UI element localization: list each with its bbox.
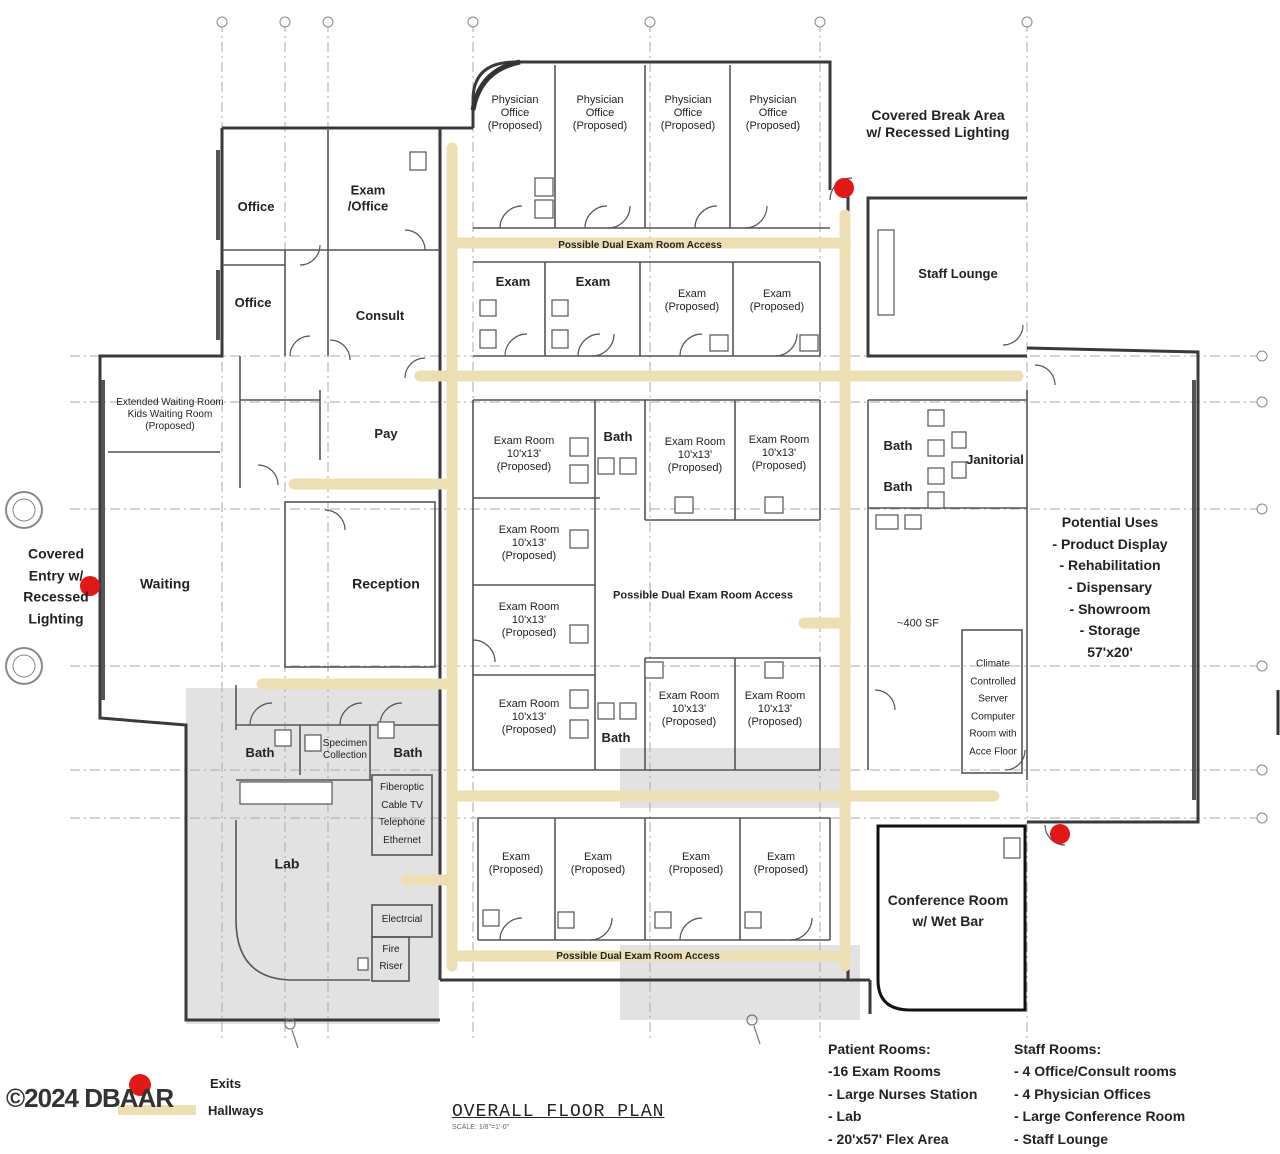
room-exam-2: Exam (575, 274, 611, 290)
potential-use-3: - Dispensary (1067, 579, 1153, 596)
room-exam-room-5: Exam Room 10'x13' (Proposed) (498, 601, 560, 640)
staff-room-item-3: - Large Conference Room (1014, 1108, 1186, 1125)
potential-uses-title: Potential Uses (1061, 514, 1159, 530)
copyright-watermark: ©2024 DBAAR (6, 1083, 174, 1113)
room-exam-room-2: Exam Room 10'x13' (Proposed) (664, 436, 726, 475)
room-exam-proposed-3: Exam (Proposed) (488, 850, 544, 876)
room-physician-office-2: Physician Office (Proposed) (572, 94, 628, 133)
potential-use-1: - Product Display (1052, 535, 1168, 552)
potential-use-2: - Rehabilitation (1059, 557, 1161, 574)
room-fire-riser: Fire Riser (379, 944, 403, 972)
room-exam-proposed-4: Exam (Proposed) (570, 850, 626, 876)
room-extended-waiting: Extended Waiting Room Kids Waiting Room … (116, 397, 224, 432)
grid-bubbles (5, 16, 1268, 824)
room-staff-lounge: Staff Lounge (918, 266, 998, 282)
potential-use-4: - Showroom (1069, 600, 1151, 617)
room-office-2: Office (234, 295, 272, 311)
room-exam-room-8: Exam Room 10'x13' (Proposed) (498, 698, 560, 737)
room-exam-proposed-6: Exam (Proposed) (753, 850, 809, 876)
interior-walls (101, 65, 1196, 1012)
room-physician-office-1: Physician Office (Proposed) (487, 94, 543, 133)
staff-room-item-2: - 4 Physician Offices (1014, 1085, 1151, 1102)
staff-room-item-1: - 4 Office/Consult rooms (1014, 1063, 1177, 1080)
hallway-dual-access-middle: Possible Dual Exam Room Access (613, 589, 793, 602)
staff-rooms-title: Staff Rooms: (1014, 1041, 1102, 1057)
site-marks (284, 690, 1280, 1049)
room-exam-proposed-2: Exam (Proposed) (749, 287, 805, 313)
room-janitorial: Janitorial (966, 452, 1024, 468)
room-bath-4: Bath (601, 730, 631, 746)
potential-use-5: - Storage (1079, 622, 1141, 639)
room-office-1: Office (237, 199, 275, 215)
bathroom-fixtures (239, 151, 1021, 971)
room-exam-room-3: Exam Room 10'x13' (Proposed) (748, 434, 810, 473)
hallways (256, 142, 1024, 972)
room-fiberoptic: Fiberoptic Cable TV Telephone Ethernet (378, 782, 426, 846)
room-physician-office-3: Physician Office (Proposed) (660, 94, 716, 133)
drawing-scale: SCALE: 1/8"=1'-0" (452, 1124, 510, 1131)
patient-room-item-2: - Large Nurses Station (828, 1085, 978, 1102)
room-bath-3: Bath (883, 479, 913, 495)
exit-marker-break-area (834, 178, 854, 198)
legend-exit-marker (129, 1074, 151, 1096)
potential-uses-size: 57'x20' (1087, 644, 1133, 661)
room-bath-6: Bath (393, 745, 423, 761)
patient-room-item-3: - Lab (828, 1108, 862, 1125)
patient-rooms-summary: Patient Rooms: -16 Exam Rooms - Large Nu… (828, 1038, 977, 1150)
legend-exits-label: Exits (210, 1076, 242, 1091)
covered-break-area-label: Covered Break Area w/ Recessed Lighting (866, 107, 1010, 140)
patient-rooms-title: Patient Rooms: (828, 1041, 931, 1057)
drawing-title: OVERALL FLOOR PLAN (452, 1102, 665, 1122)
door-swings (249, 177, 1066, 941)
room-bath-1: Bath (603, 429, 633, 445)
exit-marker-flex (1050, 824, 1070, 844)
room-reception: Reception (352, 575, 420, 592)
room-exam-room-7: Exam Room 10'x13' (Proposed) (744, 690, 806, 729)
room-exam-1: Exam (495, 274, 531, 290)
legend-hallways-label: Hallways (208, 1103, 264, 1118)
staff-rooms-summary: Staff Rooms: - 4 Office/Consult rooms - … (1014, 1038, 1185, 1150)
patient-room-item-4: - 20'x57' Flex Area (828, 1130, 949, 1147)
room-exam-room-4: Exam Room 10'x13' (Proposed) (498, 524, 560, 563)
room-bath-5: Bath (245, 745, 275, 761)
room-consult: Consult (355, 308, 405, 324)
exit-marker-entry (80, 576, 100, 596)
room-exam-proposed-1: Exam (Proposed) (664, 287, 720, 313)
staff-room-item-4: - Staff Lounge (1014, 1130, 1109, 1147)
room-specimen-collection: Specimen Collection (322, 738, 368, 761)
room-exam-office: Exam /Office (347, 182, 389, 213)
room-exam-room-1: Exam Room 10'x13' (Proposed) (493, 435, 555, 474)
room-electrical: Electrcial (381, 914, 423, 925)
room-exam-proposed-5: Exam (Proposed) (668, 850, 724, 876)
room-exam-room-6: Exam Room 10'x13' (Proposed) (658, 690, 720, 729)
potential-uses-list: Potential Uses - Product Display - Rehab… (1044, 512, 1176, 664)
hallway-dual-access-top: Possible Dual Exam Room Access (558, 240, 722, 251)
room-physician-office-4: Physician Office (Proposed) (745, 94, 801, 133)
corner-curve (470, 59, 521, 111)
hallway-dual-access-bottom: Possible Dual Exam Room Access (556, 951, 720, 962)
room-lab: Lab (274, 855, 300, 872)
room-bath-2: Bath (883, 438, 913, 454)
room-conference: Conference Room w/ Wet Bar (887, 892, 1009, 929)
room-waiting: Waiting (139, 575, 191, 592)
exit-markers (80, 178, 1070, 1096)
flex-area-size: ~400 SF (897, 617, 939, 630)
covered-entry-label: Covered Entry w/ Recessed Lighting (23, 545, 89, 627)
room-pay: Pay (374, 426, 398, 442)
patient-room-item-1: -16 Exam Rooms (828, 1063, 941, 1080)
room-server: Climate Controlled Server Computer Room … (969, 658, 1017, 758)
